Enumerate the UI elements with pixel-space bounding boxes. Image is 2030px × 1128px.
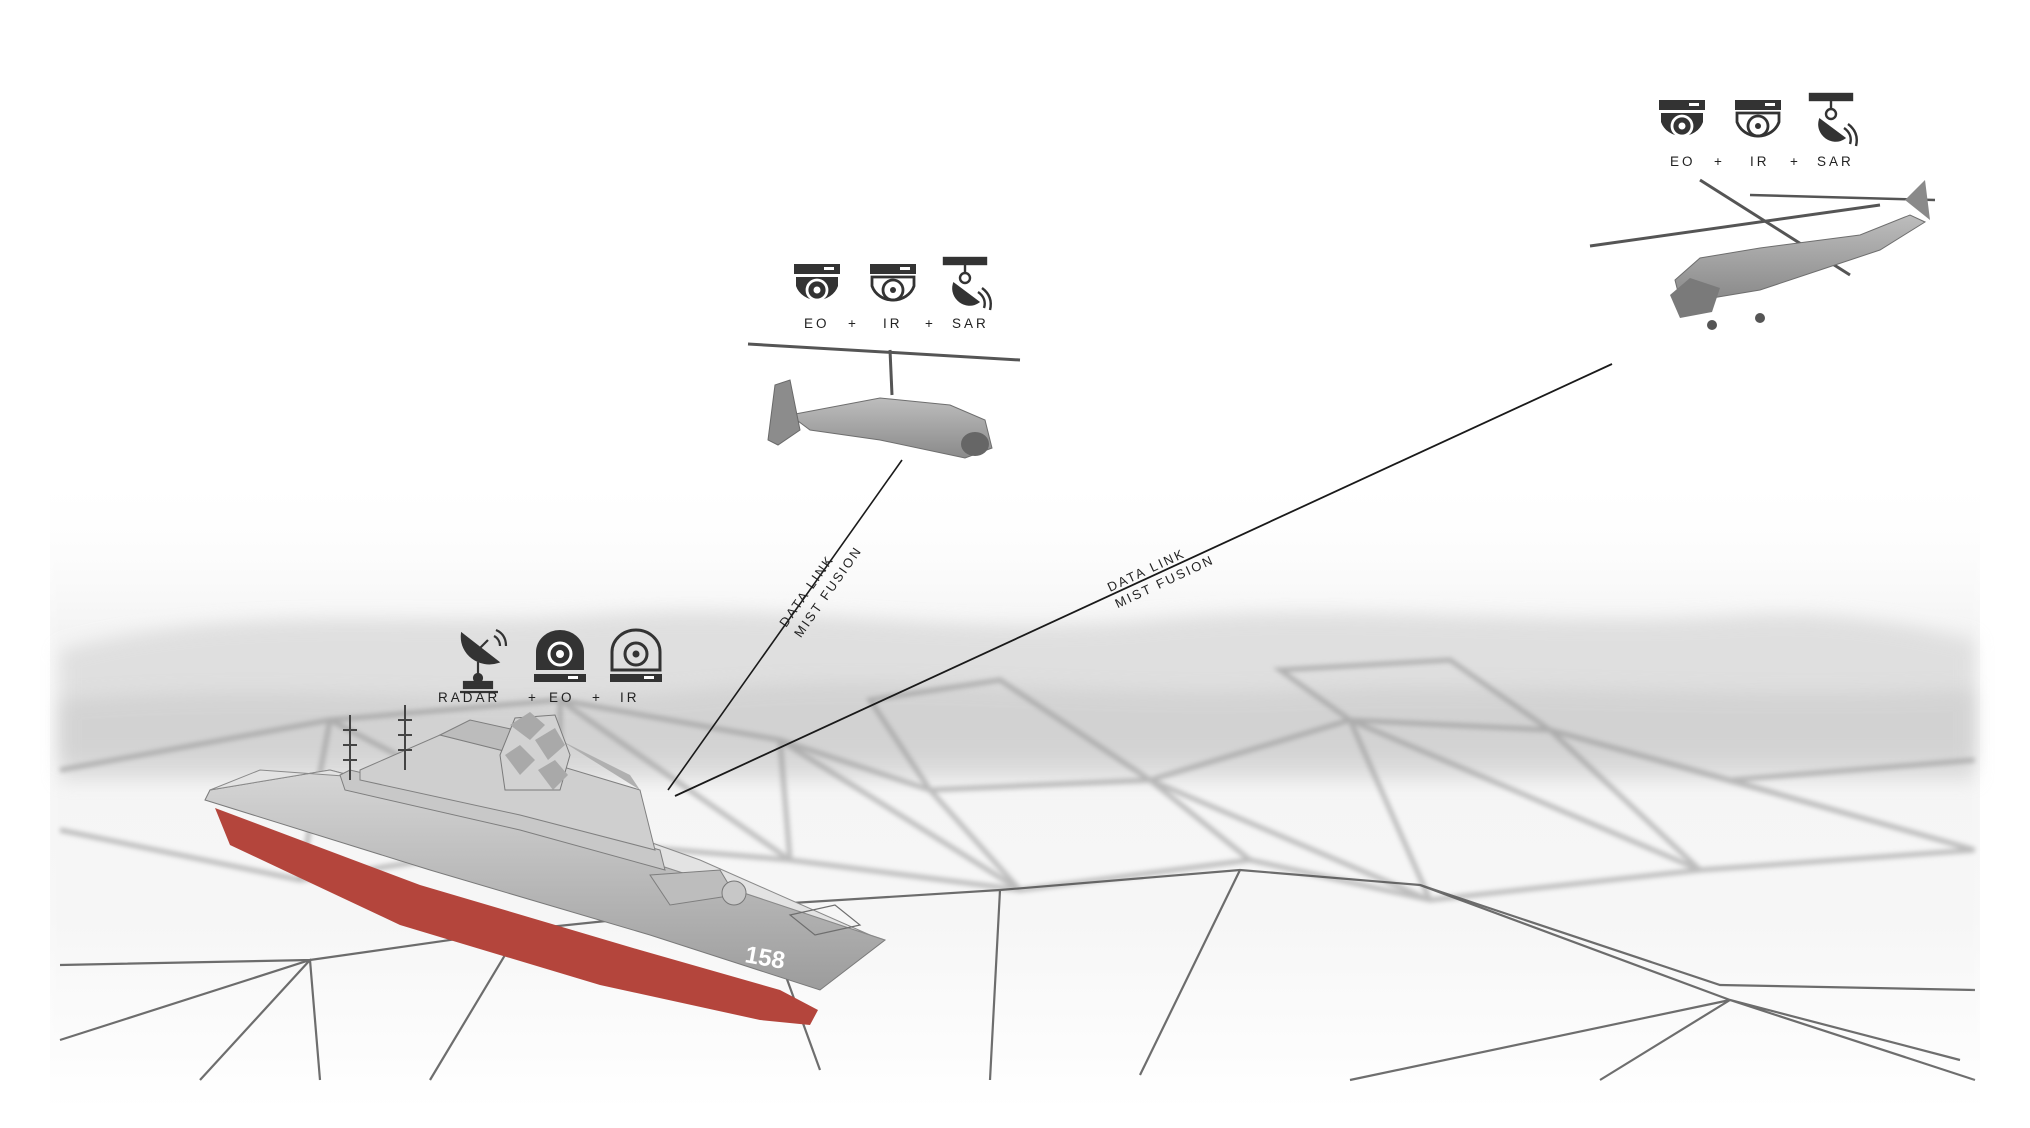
helicopter-sar-label: SAR <box>1817 154 1854 169</box>
drone-eo-label: EO <box>804 316 830 331</box>
ship-ir-label: IR <box>620 690 640 705</box>
drone-aircraft <box>747 342 1021 459</box>
drone-sar-label: SAR <box>952 316 989 331</box>
ir-camera-icon <box>1735 100 1781 138</box>
helicopter-aircraft <box>1589 178 1936 330</box>
ship-eo-label: EO <box>549 690 575 705</box>
helicopter-plus-label: + <box>1790 154 1801 169</box>
eo-camera-icon <box>794 264 840 302</box>
drone-sensor-group: EO + IR + SAR <box>794 256 992 331</box>
helicopter-ir-label: IR <box>1750 154 1770 169</box>
data-link-line-helicopter <box>674 363 1613 797</box>
frigate-ship: 158 <box>204 705 887 1025</box>
eo-camera-icon <box>534 630 586 682</box>
sar-antenna-icon <box>1808 92 1858 147</box>
ir-camera-icon <box>870 264 916 302</box>
radar-dish-icon <box>460 628 508 694</box>
helicopter-eo-label: EO <box>1670 154 1696 169</box>
ship-plus-label: + <box>528 690 539 705</box>
sar-antenna-icon <box>942 256 992 311</box>
drone-plus-label: + <box>848 316 859 331</box>
ship-radar-label: RADAR <box>438 690 500 705</box>
drone-ir-label: IR <box>883 316 903 331</box>
ir-camera-icon <box>610 628 662 682</box>
helicopter-plus-label: + <box>1714 154 1725 169</box>
drone-plus-label: + <box>925 316 936 331</box>
eo-camera-icon <box>1659 100 1705 138</box>
data-link-line-drone <box>667 459 903 791</box>
ship-sensor-group: RADAR + EO + IR <box>438 628 662 705</box>
helicopter-sensor-group: EO + IR + SAR <box>1659 92 1858 169</box>
ship-plus-label: + <box>592 690 603 705</box>
